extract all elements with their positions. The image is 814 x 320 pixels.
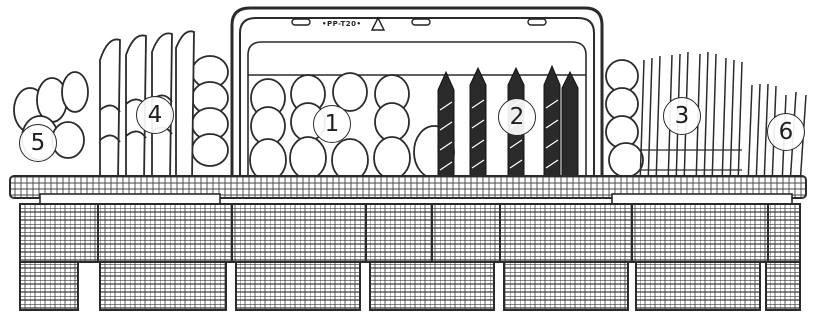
spoons-right xyxy=(606,60,643,177)
basket-rim xyxy=(10,176,806,204)
basket-body xyxy=(20,204,800,262)
callout-5: 5 xyxy=(19,124,57,162)
basket-feet xyxy=(20,262,800,310)
callout-3: 3 xyxy=(663,97,701,135)
spoons-section-1 xyxy=(250,73,454,181)
callout-1: 1 xyxy=(313,105,351,143)
handle-imprint: •PP-T20• xyxy=(322,20,361,28)
callout-4: 4 xyxy=(136,96,174,134)
callout-6: 6 xyxy=(767,113,805,151)
recycle-icon xyxy=(372,18,384,30)
callout-2: 2 xyxy=(498,98,536,136)
